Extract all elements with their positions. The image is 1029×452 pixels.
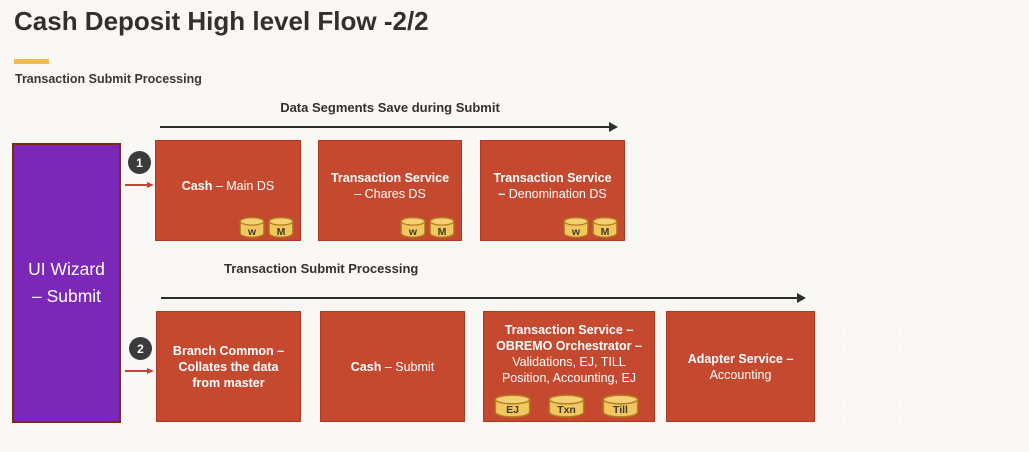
box-title-bold: Adapter Service – (687, 351, 794, 366)
cylinder-label: Txn (557, 403, 576, 416)
box-transaction-service-denomination-ds: Transaction Service – Denomination DS w … (480, 140, 625, 241)
ui-wizard-submit-box: UI Wizard – Submit (12, 143, 121, 423)
box-title-bold: Transaction Service – OBREMO Orchestrato… (496, 322, 642, 353)
flow1-arrow (160, 122, 618, 132)
cylinder-label: M (276, 225, 286, 238)
box-title-rest: – Chares DS (354, 186, 426, 201)
flow2-arrow-label: Transaction Submit Processing (224, 261, 419, 276)
flow1-arrow-label: Data Segments Save during Submit (280, 100, 500, 115)
box-text: Adapter Service – Accounting (667, 347, 814, 387)
database-cylinder-icon: w (563, 214, 589, 241)
box-text: Transaction Service – Chares DS (319, 166, 461, 216)
box-title-rest: Denomination DS (505, 186, 607, 201)
database-cylinder-icon: w (400, 214, 426, 241)
box-title-rest: – Submit (381, 359, 435, 374)
box-text: Cash – Submit (341, 355, 444, 379)
cylinder-label: w (408, 225, 418, 238)
box-title-rest: Validations, EJ, TILL Position, Accounti… (501, 354, 637, 385)
cylinder-label: M (600, 225, 610, 238)
step-2-connector-arrow (125, 368, 154, 374)
datastore-icons: w M (563, 214, 618, 241)
cylinder-label: M (437, 225, 447, 238)
background-texture (817, 300, 1029, 452)
cylinder-label: w (571, 225, 581, 238)
box-text: Transaction Service – Denomination DS (481, 166, 624, 216)
step-1-badge: 1 (128, 151, 151, 174)
box-adapter-service-accounting: Adapter Service – Accounting (666, 311, 815, 422)
flow2-arrow (161, 293, 806, 303)
database-cylinder-icon: M (268, 214, 294, 241)
cylinder-label: w (247, 225, 257, 238)
box-text: Transaction Service – OBREMO Orchestrato… (484, 320, 654, 390)
database-cylinder-icon: M (592, 214, 618, 241)
box-cash-submit: Cash – Submit (320, 311, 465, 422)
datastore-icons: EJ Txn Till (494, 393, 639, 419)
step-2-badge: 2 (129, 337, 152, 360)
database-cylinder-icon: EJ (494, 393, 531, 419)
box-title-rest: – Main DS (212, 178, 275, 193)
box-transaction-service-chares-ds: Transaction Service – Chares DS w M (318, 140, 462, 241)
section-label: Transaction Submit Processing (15, 72, 202, 86)
box-cash-main-ds-text: Cash – Main DS (172, 174, 284, 208)
database-cylinder-icon: M (429, 214, 455, 241)
box-title-rest: Accounting (709, 367, 772, 382)
cylinder-label: Till (613, 403, 628, 416)
box-title-bold: Transaction Service – (493, 170, 612, 201)
step-1-connector-arrow (125, 182, 154, 188)
database-cylinder-icon: Till (602, 393, 639, 419)
box-transaction-service-obremo-orchestrator: Transaction Service – OBREMO Orchestrato… (483, 311, 655, 422)
box-title-bold: Cash (350, 359, 382, 374)
box-cash-main-ds: Cash – Main DS w M (155, 140, 301, 241)
datastore-icons: w M (239, 214, 294, 241)
box-title-bold: Branch Common – Collates the data from m… (172, 343, 285, 390)
box-title-bold: Transaction Service (330, 170, 450, 185)
title-accent-bar (14, 59, 49, 64)
database-cylinder-icon: w (239, 214, 265, 241)
box-text: Branch Common – Collates the data from m… (157, 339, 300, 395)
datastore-icons: w M (400, 214, 455, 241)
page-title: Cash Deposit High level Flow -2/2 (14, 6, 429, 36)
database-cylinder-icon: Txn (548, 393, 585, 419)
box-branch-common: Branch Common – Collates the data from m… (156, 311, 301, 422)
cylinder-label: EJ (506, 403, 519, 416)
ui-wizard-submit-label: UI Wizard – Submit (28, 259, 105, 306)
box-title-bold: Cash (181, 178, 213, 193)
